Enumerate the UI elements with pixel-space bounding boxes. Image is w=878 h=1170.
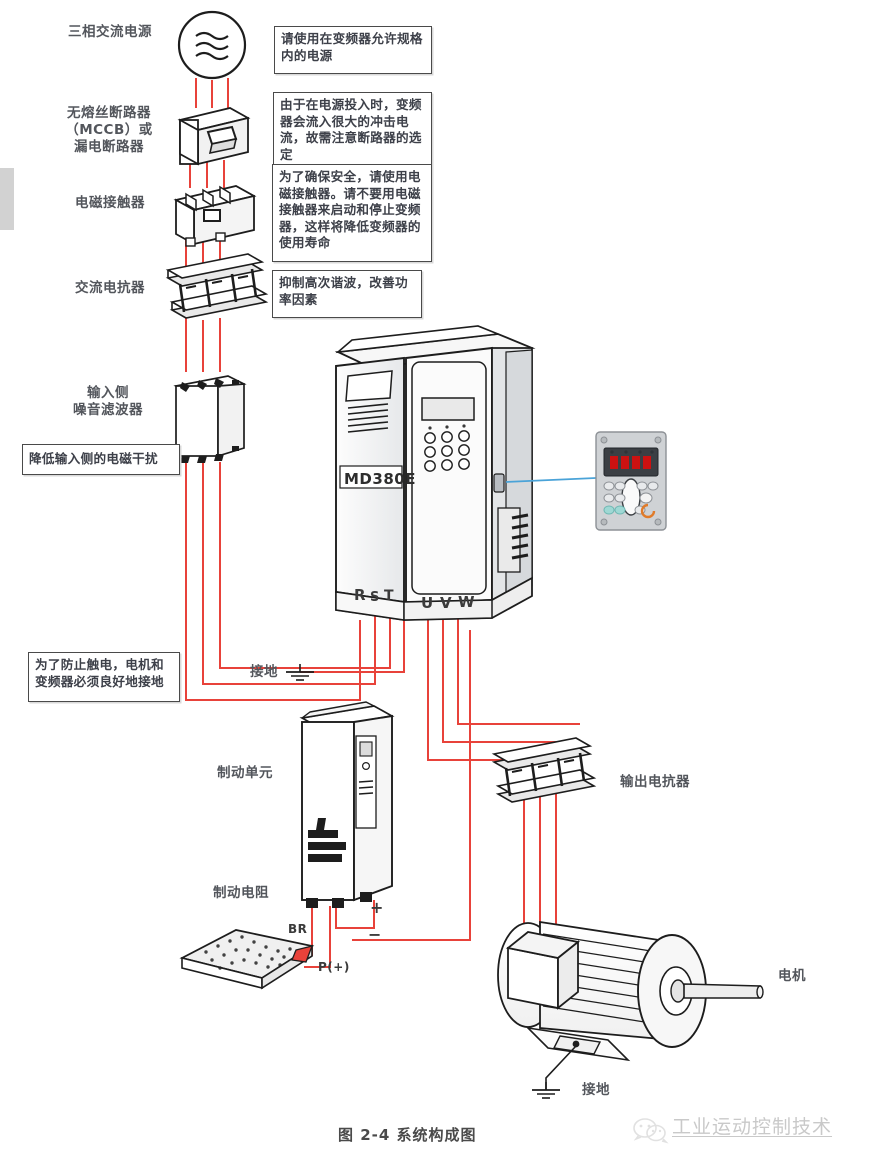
label-braking-unit: 制动单元 bbox=[217, 765, 273, 781]
label-braking-resistor: 制动电阻 bbox=[213, 885, 269, 901]
note-ac-reactor: 抑制高次谐波，改善功率因素 bbox=[272, 270, 422, 318]
watermark-text: 工业运动控制技术 bbox=[672, 1116, 833, 1138]
mccb-breaker-symbol bbox=[177, 107, 251, 166]
braking-resistor-symbol bbox=[179, 929, 315, 990]
terminal-s: S bbox=[370, 590, 380, 605]
terminal-minus: − bbox=[368, 925, 382, 944]
ac-reactor-symbol bbox=[165, 253, 269, 319]
motor-symbol bbox=[497, 920, 764, 1090]
figure-caption: 图 2-4 系统构成图 bbox=[338, 1126, 477, 1144]
terminal-plus: + bbox=[370, 898, 384, 917]
note-grounding: 为了防止触电，电机和变频器必须良好地接地 bbox=[28, 652, 180, 702]
ground-symbol-lower bbox=[531, 1081, 561, 1099]
terminal-p-plus: P(+) bbox=[318, 960, 350, 974]
terminal-r: R bbox=[354, 586, 367, 604]
label-input-noise-filter: 输入侧 噪音滤波器 bbox=[73, 385, 143, 418]
note-contactor: 为了确保安全，请使用电磁接触器。请不要用电磁接触器来启动和停止变频器，这样将降低… bbox=[272, 164, 432, 262]
terminal-w: W bbox=[458, 593, 476, 611]
ground-symbol-upper bbox=[285, 663, 315, 681]
label-contactor: 电磁接触器 bbox=[75, 195, 145, 211]
keypad-leader-line bbox=[505, 477, 597, 483]
label-motor: 电机 bbox=[778, 968, 806, 984]
note-input-filter: 降低输入侧的电磁干扰 bbox=[22, 444, 180, 475]
label-output-reactor: 输出电抗器 bbox=[620, 774, 690, 790]
note-breaker: 由于在电源投入时，变频器会流入很大的冲击电流，故需注意断路器的选定 bbox=[273, 92, 432, 174]
magnetic-contactor-symbol bbox=[173, 185, 257, 247]
braking-unit-symbol bbox=[299, 701, 395, 908]
label-breaker: 无熔丝断路器 （MCCB）或 漏电断路器 bbox=[65, 105, 153, 155]
label-ac-reactor: 交流电抗器 bbox=[75, 280, 145, 296]
page-edge-mark bbox=[0, 168, 14, 230]
input-noise-filter-symbol bbox=[173, 375, 247, 463]
watermark: 工业运动控制技术 bbox=[672, 1112, 832, 1139]
note-power-supply: 请使用在变频器允许规格内的电源 bbox=[274, 26, 432, 74]
terminal-u: U bbox=[421, 594, 434, 612]
label-power-supply: 三相交流电源 bbox=[68, 24, 152, 40]
three-phase-source-symbol bbox=[177, 10, 247, 80]
label-ground-lower: 接地 bbox=[582, 1082, 610, 1098]
terminal-v: V bbox=[440, 594, 453, 612]
wiring bbox=[185, 78, 580, 968]
wechat-icon bbox=[633, 1118, 669, 1144]
external-keypad-symbol bbox=[595, 431, 667, 531]
label-ground-upper: 接地 bbox=[250, 664, 278, 680]
terminal-br: BR bbox=[288, 922, 308, 936]
drive-model-plate: MD380E bbox=[344, 470, 416, 488]
inverter-drive-symbol bbox=[334, 325, 536, 621]
terminal-t: T bbox=[384, 588, 395, 604]
output-reactor-symbol bbox=[491, 737, 597, 803]
